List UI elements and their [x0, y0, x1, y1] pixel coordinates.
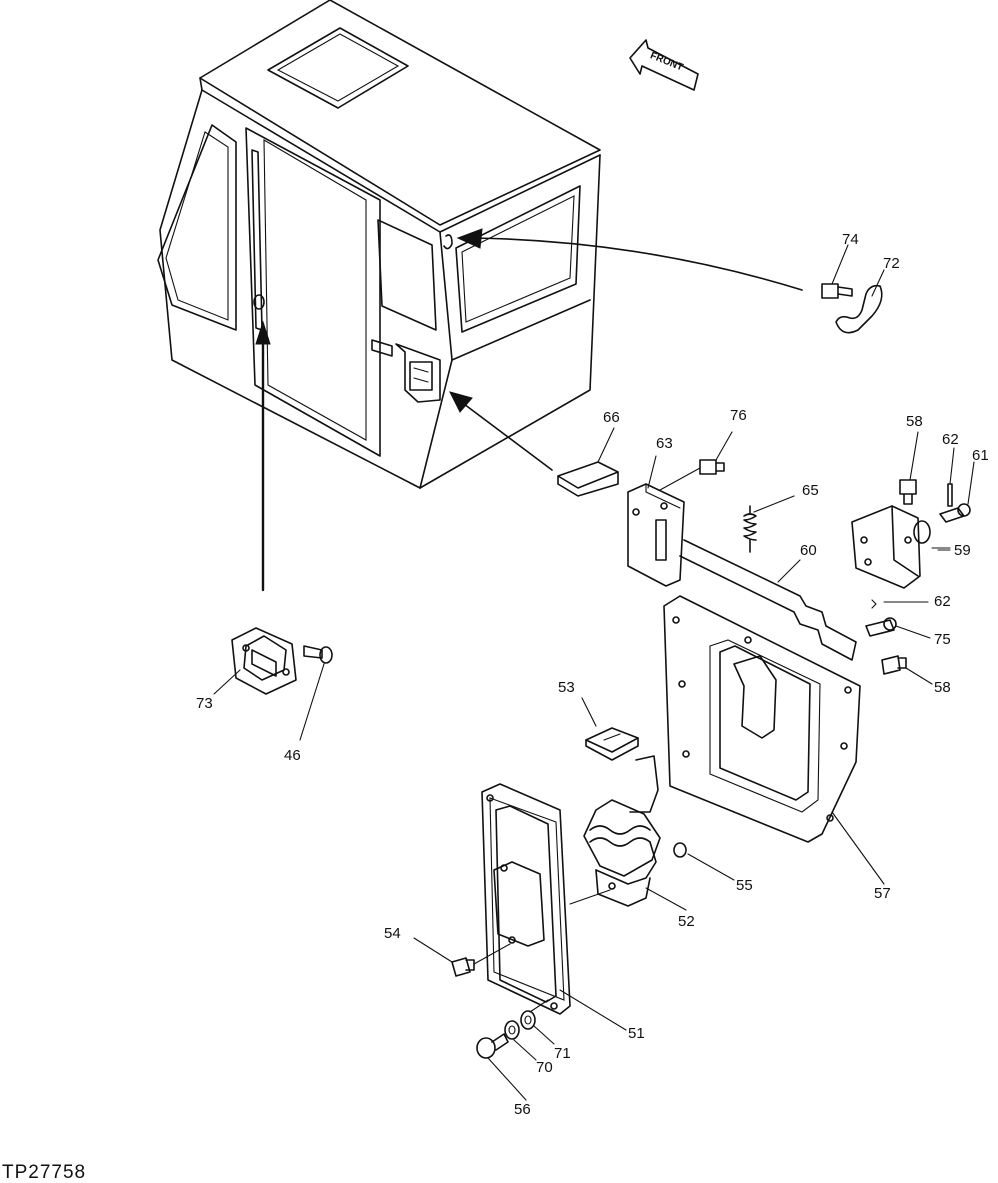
- callout-62-lower: 62: [934, 593, 951, 610]
- fastener-parts: [413, 937, 555, 1101]
- callout-53: 53: [558, 679, 575, 696]
- callout-74: 74: [842, 231, 859, 248]
- door-inner-panel: [663, 595, 885, 885]
- callout-46: 46: [284, 747, 301, 764]
- callout-57: 57: [874, 885, 891, 902]
- front-label: FRONT: [648, 50, 684, 73]
- callout-76: 76: [730, 407, 747, 424]
- callout-60: 60: [800, 542, 817, 559]
- part-callouts: 74 72 66 63 76 65 58 62 61 59 60 62 75 5…: [196, 231, 989, 1118]
- callout-70: 70: [536, 1059, 553, 1076]
- callout-55: 55: [736, 877, 753, 894]
- callout-58: 58: [906, 413, 923, 430]
- latch-linkage-parts: [557, 427, 857, 661]
- callout-63: 63: [656, 435, 673, 452]
- callout-62: 62: [942, 431, 959, 448]
- front-direction-marker: FRONT: [629, 39, 699, 91]
- callout-75: 75: [934, 631, 951, 648]
- bracket-parts: [851, 431, 975, 685]
- callout-59: 59: [954, 542, 971, 559]
- door-handle-plate: [481, 783, 627, 1031]
- callout-54: 54: [384, 925, 401, 942]
- drawing-code: TP27758: [2, 1162, 86, 1183]
- hook-assembly-parts: [821, 244, 885, 334]
- latch-mechanism-parts: [581, 697, 735, 911]
- callout-52: 52: [678, 913, 695, 930]
- callout-61: 61: [972, 447, 989, 464]
- callout-58-lower: 58: [934, 679, 951, 696]
- operator-cab: [157, 0, 601, 489]
- callout-65: 65: [802, 482, 819, 499]
- callout-71: 71: [554, 1045, 571, 1062]
- callout-72: 72: [883, 255, 900, 272]
- assembly-arrows: [255, 228, 803, 592]
- callout-56: 56: [514, 1101, 531, 1118]
- callout-51: 51: [628, 1025, 645, 1042]
- callout-66: 66: [603, 409, 620, 426]
- callout-73: 73: [196, 695, 213, 712]
- door-catch-parts: [213, 627, 333, 741]
